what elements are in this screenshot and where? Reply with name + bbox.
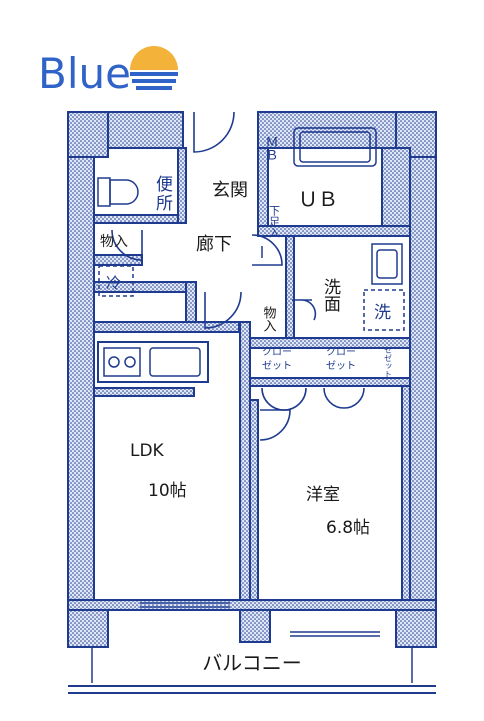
washer-space	[363, 289, 405, 331]
room-labels: 便 所 玄関 下足入 ＵＢ ＭＢ 物入 廊下 冷 洗面 洗 物入 クロー ゼット…	[100, 135, 393, 538]
label-shoebox: 下足入	[268, 205, 281, 238]
kitchen-counter	[97, 341, 209, 383]
washbasin-icon	[371, 243, 403, 285]
brand-logo: Blue	[38, 46, 178, 98]
label-ldk-name: LDK	[130, 441, 165, 461]
doors	[111, 111, 365, 441]
label-washroom: 洗面	[320, 278, 341, 312]
balcony: バルコニー	[68, 647, 436, 694]
label-bath: ＵＢ	[298, 187, 338, 211]
label-mb: ＭＢ	[263, 135, 278, 161]
label-fridge: 冷	[106, 274, 121, 292]
label-storage-side: セゼット	[384, 346, 393, 378]
brand-name: Blue	[38, 49, 131, 98]
label-toilet-1: 便	[156, 175, 173, 195]
label-washer: 洗	[374, 303, 391, 323]
sun-wave-icon	[130, 46, 178, 90]
fixtures	[97, 127, 405, 383]
label-storage-2: 物入	[261, 306, 277, 332]
label-toilet-2: 所	[156, 194, 173, 214]
label-closet-1-a: クロー	[262, 346, 292, 358]
bathtub-icon	[293, 127, 377, 167]
label-closet-1-b: ゼット	[262, 360, 292, 372]
label-closet-2-b: ゼット	[326, 360, 356, 372]
label-closet-2-a: クロー	[326, 346, 356, 358]
label-hallway: 廊下	[196, 234, 232, 255]
fridge-space	[98, 265, 134, 297]
label-entrance: 玄関	[212, 180, 248, 201]
windows	[140, 602, 380, 637]
balcony-label: バルコニー	[202, 651, 302, 675]
label-ldk-size: 10帖	[148, 481, 187, 501]
label-storage-1: 物入	[100, 234, 128, 250]
label-western-name: 洋室	[306, 485, 340, 505]
toilet-icon	[97, 177, 139, 207]
walls	[67, 111, 437, 648]
label-western-size: 6.8帖	[326, 518, 370, 538]
